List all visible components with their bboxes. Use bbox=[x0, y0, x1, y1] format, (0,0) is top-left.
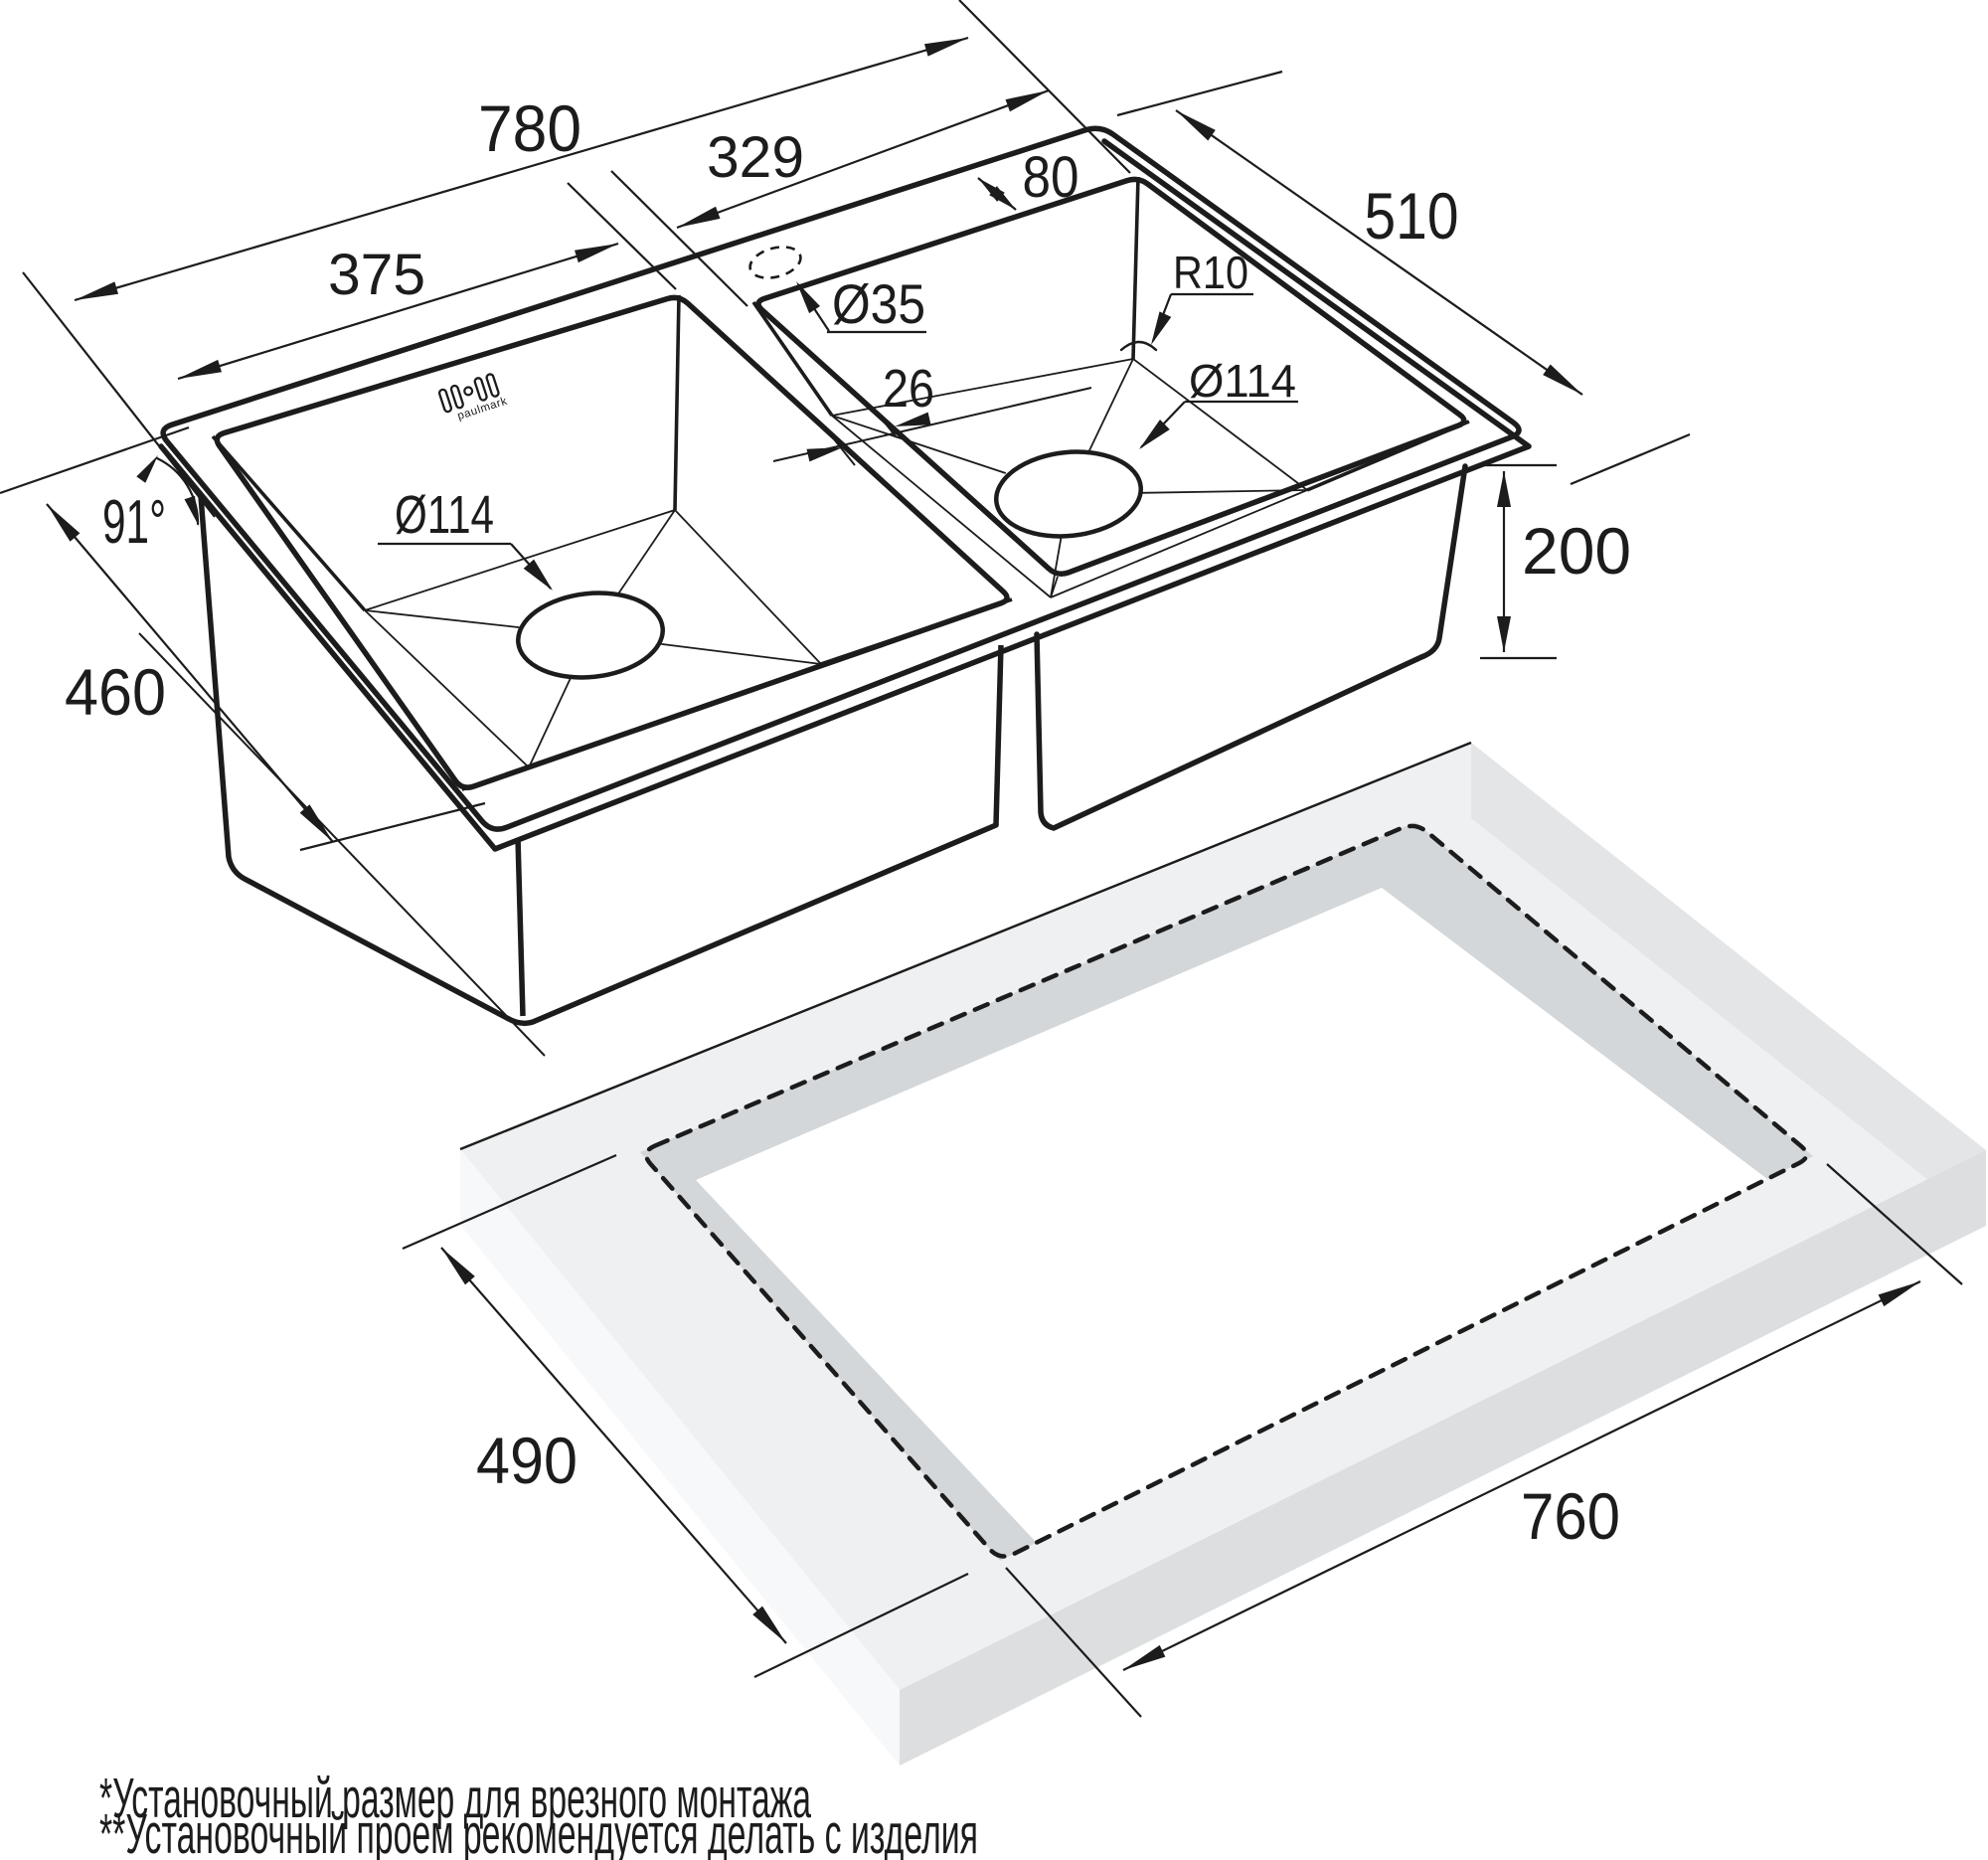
svg-text:Ø35: Ø35 bbox=[832, 272, 925, 335]
svg-text:780: 780 bbox=[478, 91, 581, 165]
svg-text:*Установочный размер для врезн: *Установочный размер для врезного монтаж… bbox=[99, 1767, 811, 1830]
svg-text:490: 490 bbox=[476, 1424, 578, 1497]
svg-text:**Установочный проем рекоменду: **Установочный проем рекомендуется делат… bbox=[99, 1802, 978, 1860]
svg-text:91°: 91° bbox=[102, 488, 166, 557]
svg-text:200: 200 bbox=[1522, 514, 1631, 588]
svg-text:760: 760 bbox=[1521, 1479, 1620, 1553]
svg-text:Ø114: Ø114 bbox=[1189, 355, 1296, 407]
svg-text:329: 329 bbox=[707, 125, 804, 190]
svg-text:Ø114: Ø114 bbox=[395, 485, 494, 545]
svg-text:26: 26 bbox=[883, 359, 934, 419]
svg-text:375: 375 bbox=[328, 243, 425, 307]
svg-text:510: 510 bbox=[1365, 179, 1459, 253]
svg-text:460: 460 bbox=[65, 655, 166, 729]
svg-text:R10: R10 bbox=[1173, 247, 1248, 298]
